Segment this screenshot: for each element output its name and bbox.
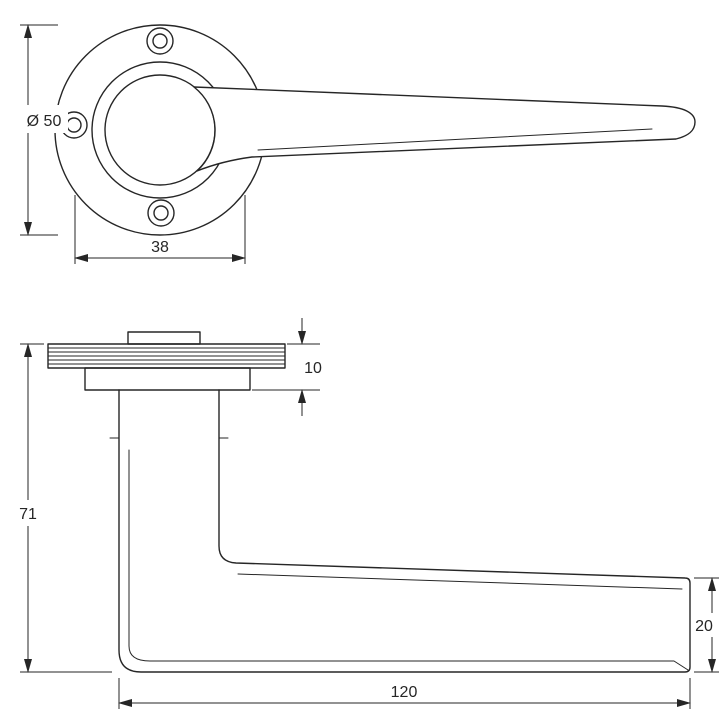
dimension-label-overall-height: 71 [19, 506, 37, 523]
dimension-label-hole-spacing: 38 [151, 239, 169, 256]
dimension-hole-spacing: 38 [74, 195, 246, 264]
screw-hole-inner [66, 117, 82, 133]
dimension-overall-height: 71 [12, 343, 112, 673]
backplate-profile [84, 367, 251, 391]
profile-view [47, 331, 691, 673]
lever-top-edge-line [237, 573, 683, 590]
lever-edge-line [257, 128, 653, 151]
dimension-rose-diameter: Ø 50 [20, 24, 68, 236]
screw-hole-inner [153, 205, 169, 221]
lever-handle-profile-outline [118, 389, 691, 673]
rose-ridge-lines [47, 347, 286, 365]
dimension-rose-depth: 10 [252, 318, 322, 416]
label-background [12, 500, 45, 526]
dimension-lever-depth: 20 [691, 577, 720, 673]
rose-inner-circle [91, 61, 229, 199]
spindle-boss-profile [127, 331, 201, 345]
dimension-label-rose-depth: 10 [304, 360, 322, 377]
plan-view [54, 24, 696, 236]
screw-hole-outer [146, 27, 174, 55]
dimension-overall-length: 120 [118, 678, 691, 709]
label-background [691, 613, 720, 637]
lever-bottom-edge-line [128, 449, 689, 671]
lever-handle-plan-outline [193, 86, 696, 172]
screw-hole-bottom [147, 199, 175, 227]
screw-hole-outer [147, 199, 175, 227]
label-background [21, 105, 68, 133]
dimension-label-overall-length: 120 [391, 684, 418, 701]
screw-hole-inner [152, 33, 168, 49]
dimension-label-lever-depth: 20 [695, 618, 713, 635]
screw-hole-top [146, 27, 174, 55]
dimension-label-rose-diameter: Ø 50 [27, 113, 62, 130]
